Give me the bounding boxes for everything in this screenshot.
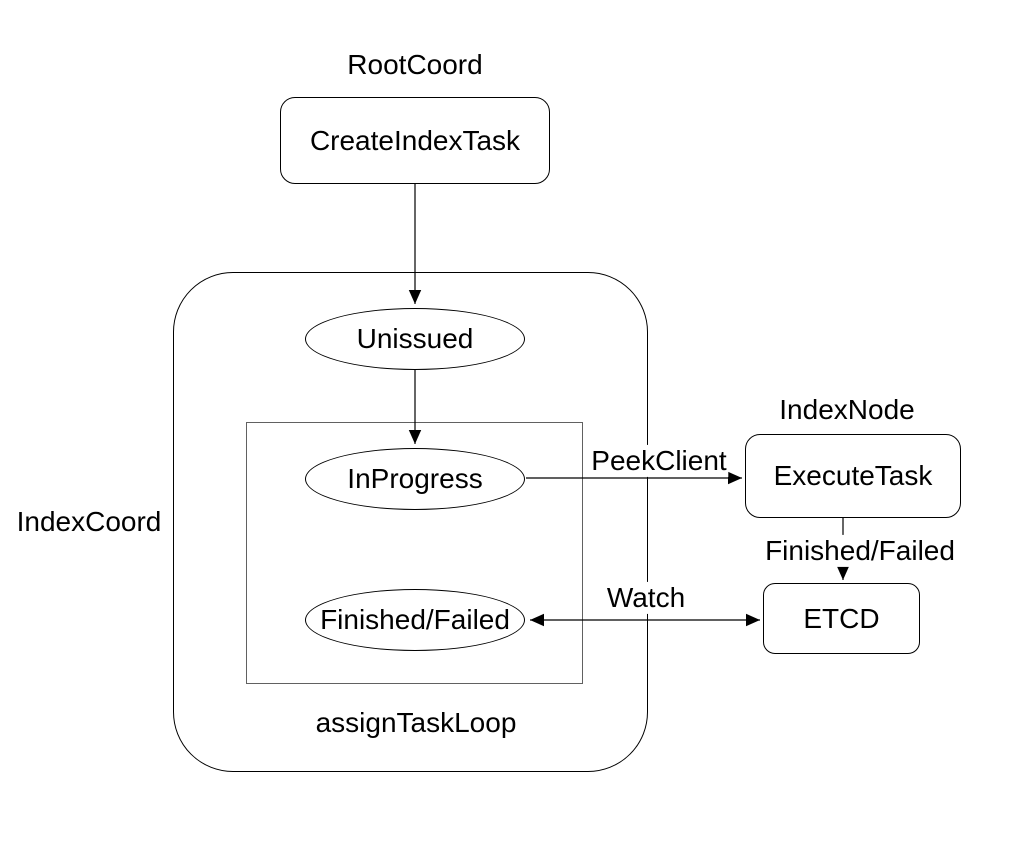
index-node-label: IndexNode — [777, 393, 917, 427]
unissued-state: Unissued — [305, 308, 525, 370]
etcd-label: ETCD — [803, 602, 880, 634]
index-coord-label: IndexCoord — [14, 505, 164, 539]
watch-edge-label: Watch — [604, 581, 688, 615]
finished-failed-label: Finished/Failed — [320, 604, 510, 635]
unissued-label: Unissued — [356, 323, 474, 354]
finished-failed-state: Finished/Failed — [305, 589, 525, 651]
create-index-task-node: CreateIndexTask — [280, 97, 550, 184]
etcd-node: ETCD — [763, 583, 920, 654]
execute-task-label: ExecuteTask — [773, 460, 933, 491]
assign-task-loop-label: assignTaskLoop — [313, 706, 519, 740]
in-progress-state: InProgress — [305, 448, 525, 510]
execute-task-node: ExecuteTask — [745, 434, 961, 518]
create-index-task-label: CreateIndexTask — [309, 124, 521, 156]
peek-client-edge-label: PeekClient — [589, 444, 729, 478]
in-progress-label: InProgress — [347, 463, 483, 494]
index-coord-container — [173, 272, 648, 772]
root-coord-label: RootCoord — [345, 48, 485, 82]
finished-failed-edge-label: Finished/Failed — [763, 534, 957, 568]
